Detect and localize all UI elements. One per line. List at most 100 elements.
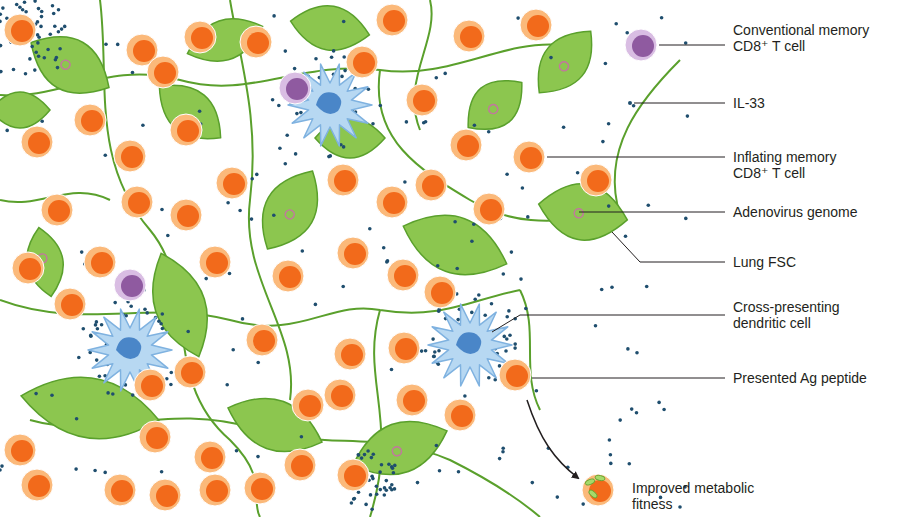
il33-dot	[502, 272, 506, 276]
il33-dot	[80, 250, 84, 254]
inflating-t-cell-body	[244, 472, 276, 504]
inflating-t-cell-body	[376, 186, 408, 218]
il33-dot	[383, 493, 387, 497]
il33-dot	[379, 488, 383, 492]
il33-dot	[0, 44, 2, 48]
il33-dot	[600, 288, 604, 292]
inflating-t-cell	[4, 434, 36, 466]
il33-dot	[21, 8, 25, 12]
il33-dot	[75, 417, 79, 421]
il33-dot	[435, 444, 439, 448]
inflating-t-cell-body	[41, 194, 73, 226]
il33-dot	[657, 401, 661, 405]
il33-dot	[89, 335, 93, 339]
leader-lines	[492, 45, 725, 478]
mitochondrion	[595, 475, 606, 482]
il33-dot	[39, 25, 43, 29]
il33-dot	[98, 374, 102, 378]
il33-dot	[231, 348, 235, 352]
inflating-t-cell-body	[54, 288, 86, 320]
inflating-t-cell-nucleus	[181, 362, 203, 384]
il33-dot	[111, 392, 115, 396]
inflating-t-cell-nucleus	[457, 135, 479, 157]
conventional-t-cell	[279, 72, 311, 104]
callout-label: Cross-presenting dendritic cell	[733, 299, 883, 331]
inflating-t-cell-nucleus	[206, 252, 228, 274]
inflating-t-cell-nucleus	[251, 478, 273, 500]
il33-dot	[37, 7, 41, 11]
il33-dot	[145, 311, 149, 315]
adenovirus-genome	[391, 445, 403, 457]
il33-dot	[390, 368, 394, 372]
inflating-t-cell	[147, 56, 179, 88]
inflating-t-cell	[74, 104, 106, 136]
il33-dot	[625, 31, 629, 35]
il33-dot	[82, 327, 86, 331]
il33-dot	[490, 302, 494, 306]
conventional-t-cell	[625, 29, 657, 61]
il33-dot	[37, 36, 41, 40]
inflating-t-cell-nucleus	[11, 440, 33, 462]
il33-dot	[378, 470, 382, 474]
il33-dot	[143, 308, 147, 312]
inflating-t-cell	[337, 237, 369, 269]
il33-dot	[379, 104, 383, 108]
inflating-t-cell-nucleus	[506, 365, 528, 387]
inflating-t-cell-nucleus	[201, 447, 223, 469]
il33-dot	[438, 469, 442, 473]
il33-dot	[524, 307, 528, 311]
inflating-t-cell-nucleus	[403, 390, 425, 412]
dendritic-nucleus	[116, 337, 141, 359]
fsc-cell	[0, 92, 50, 128]
inflating-t-cell	[520, 9, 552, 41]
il33-dot	[129, 305, 133, 309]
inflating-t-cell-nucleus	[177, 120, 199, 142]
adenovirus-genome	[487, 103, 500, 116]
inflating-t-cell-body	[513, 141, 545, 173]
inflating-t-cell-body	[194, 441, 226, 473]
inflating-t-cell	[453, 20, 485, 52]
inflating-t-cell	[284, 449, 316, 481]
inflating-t-cell-body	[170, 199, 202, 231]
il33-dot	[477, 293, 481, 297]
inflating-t-cell	[174, 356, 206, 388]
il33-dot	[300, 435, 304, 439]
il33-dot	[366, 449, 370, 453]
il33-dot	[301, 249, 305, 253]
il33-dot	[371, 122, 375, 126]
fsc-cell	[219, 384, 330, 465]
il33-dot	[50, 394, 54, 398]
inflating-t-cell	[170, 114, 202, 146]
inflating-t-cell-nucleus	[61, 294, 83, 316]
inflating-t-cell-body	[134, 369, 166, 401]
il33-dot	[443, 72, 447, 76]
inflating-t-cell	[272, 260, 304, 292]
il33-dot	[387, 463, 391, 467]
inflating-t-cell-body	[337, 459, 369, 491]
il33-dot	[609, 453, 613, 457]
il33-dot	[369, 493, 373, 497]
il33-dot	[166, 234, 170, 238]
il33-dot	[33, 68, 37, 72]
inflating-t-cell-body	[4, 14, 36, 46]
il33-dot	[647, 204, 651, 208]
il33-dot	[352, 497, 356, 501]
il33-dot	[340, 75, 344, 79]
inflating-t-cell	[170, 199, 202, 231]
il33-dot	[113, 301, 117, 305]
il33-dot	[581, 502, 585, 506]
il33-dot	[635, 411, 639, 415]
il33-dot	[170, 371, 174, 375]
il33-dot	[519, 277, 523, 281]
conventional-t-cell-body	[114, 269, 146, 301]
il33-dot	[241, 317, 245, 321]
il33-dot	[271, 98, 275, 102]
il33-dot	[34, 50, 38, 54]
il33-dot	[327, 155, 331, 159]
inflating-t-cell-body	[216, 167, 248, 199]
inflating-t-cell-body	[406, 84, 438, 116]
il33-dot	[250, 217, 254, 221]
il33-dot	[0, 13, 2, 17]
inflating-t-cell	[415, 169, 447, 201]
il33-dot	[601, 140, 605, 144]
